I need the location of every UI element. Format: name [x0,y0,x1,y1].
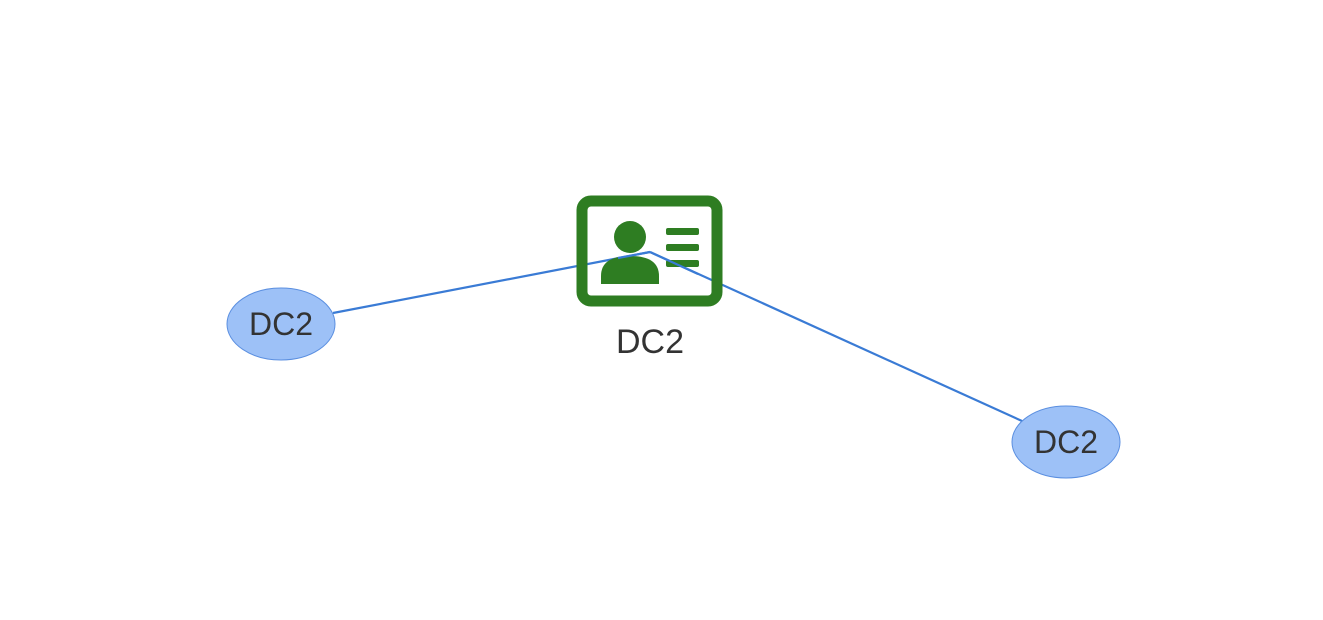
id-card-icon [576,195,723,307]
node-right-label: DC2 [1034,424,1098,460]
edge-center-to-left [332,250,651,315]
center-node[interactable]: DC2 [576,195,723,361]
node-left-ellipse [226,287,336,361]
node-left-label: DC2 [249,306,313,342]
node-left[interactable]: DC2 [226,287,336,361]
center-node-label: DC2 [616,323,684,361]
edge-center-to-right [649,250,1023,423]
node-right[interactable]: DC2 [1011,405,1121,479]
node-right-ellipse [1011,405,1121,479]
